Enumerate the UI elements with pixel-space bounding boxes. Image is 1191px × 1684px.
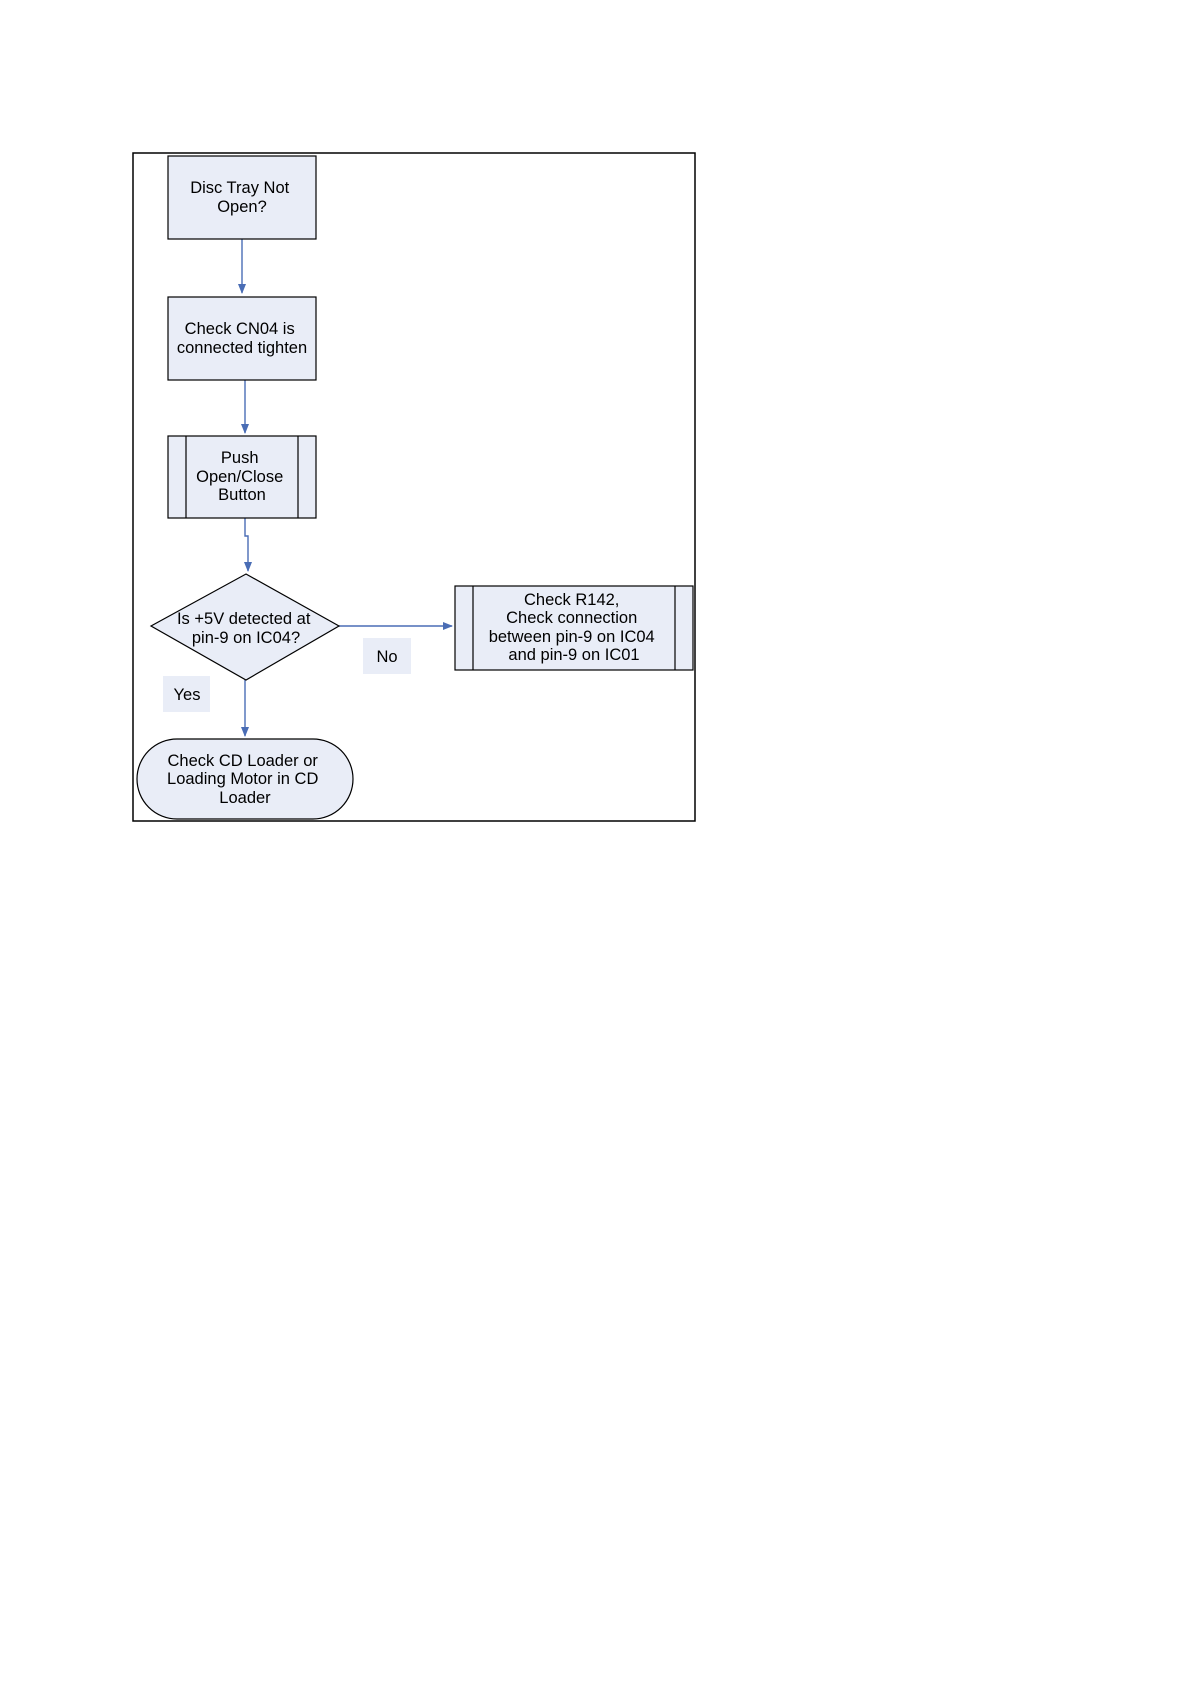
- edge-label-text: No: [376, 648, 397, 666]
- node-label: Check CN04 is connected tighten: [177, 320, 307, 357]
- connector-push-button-to-decision: [245, 518, 248, 571]
- node-push-open-close-button: Push Open/Close Button: [168, 436, 316, 518]
- node-label: Is +5V detected at pin-9 on IC04?: [177, 610, 315, 647]
- node-check-cn04: Check CN04 is connected tighten: [168, 297, 316, 380]
- node-check-r142: Check R142, Check connection between pin…: [455, 586, 693, 670]
- edge-label-text: Yes: [174, 686, 201, 704]
- edge-label-yes: Yes: [163, 676, 210, 712]
- node-disc-tray-not-open: Disc Tray Not Open?: [168, 156, 316, 239]
- node-decision-5v-detected: Is +5V detected at pin-9 on IC04?: [151, 574, 339, 680]
- node-check-cd-loader: Check CD Loader or Loading Motor in CD L…: [137, 739, 353, 819]
- edge-label-no: No: [363, 638, 411, 674]
